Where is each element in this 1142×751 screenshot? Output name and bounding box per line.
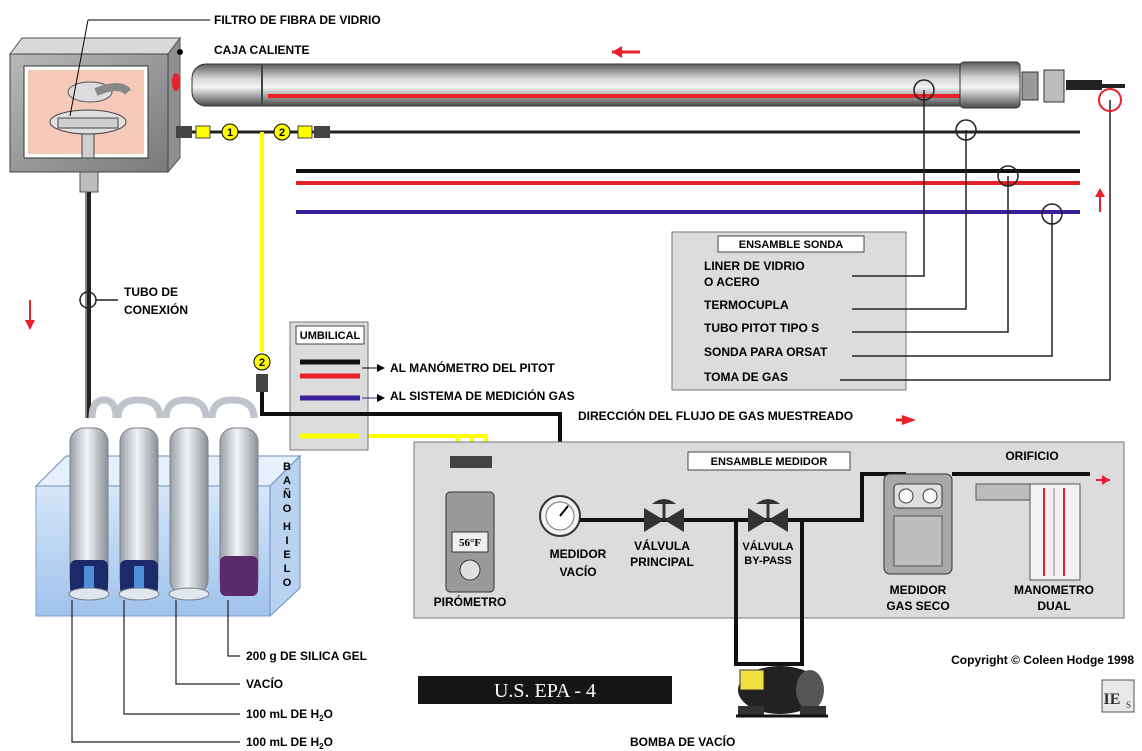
epa-banner-text: U.S. EPA - 4	[494, 680, 596, 702]
impinger-3	[168, 427, 210, 601]
flow-direction-arrow	[902, 415, 916, 425]
bypass-valve	[748, 499, 788, 532]
filter-label: FILTRO DE FIBRA DE VIDRIO	[214, 13, 381, 27]
gas-system-label: AL SISTEMA DE MEDICIÓN GAS	[390, 388, 575, 403]
outlet-arrow	[1102, 475, 1110, 485]
probe-leader-lines	[840, 90, 1111, 381]
dry-gas-label-1: MEDIDOR	[890, 583, 947, 597]
svg-text:2: 2	[259, 357, 265, 369]
up-arrow-head	[1095, 188, 1105, 197]
probe-assembly-title-box	[717, 235, 865, 253]
probe-assembly-title: ENSAMBLE SONDA	[739, 239, 844, 251]
copyright-text: Copyright © Coleen Hodge 1998	[951, 653, 1134, 667]
svg-text:2: 2	[279, 127, 285, 139]
umbilical-title: UMBILICAL	[300, 330, 361, 342]
dual-manometer-label-2: DUAL	[1037, 599, 1070, 613]
pitot-callout	[997, 165, 1019, 187]
impinger-connectors	[88, 396, 258, 419]
hot-box-label: CAJA CALIENTE	[214, 43, 310, 57]
pyrometer	[445, 456, 495, 593]
svg-text:1: 1	[227, 127, 233, 139]
vacuum-gauge-label-1: MEDIDOR	[550, 547, 607, 561]
gas-intake-callout	[1098, 88, 1122, 112]
meter-assembly-title: ENSAMBLE MEDIDOR	[711, 456, 828, 468]
tube-label-2: CONEXIÓN	[124, 302, 188, 317]
meter-assembly-box	[413, 441, 1125, 619]
pyrometer-label: PIRÓMETRO	[434, 594, 507, 609]
svg-text:I: I	[285, 535, 288, 547]
vacuum-gauge-label-2: VACÍO	[559, 564, 596, 579]
water-label-1: 100 mL DE H2O	[246, 707, 333, 723]
svg-text:A: A	[283, 475, 291, 487]
pump-loop-line	[734, 648, 804, 666]
svg-text:E: E	[283, 549, 290, 561]
dual-manometer-label-1: MANOMETRO	[1014, 583, 1094, 597]
probe-item-gas-intake: TOMA DE GAS	[704, 370, 788, 384]
meter-line-to-dgm	[736, 472, 906, 522]
bypass-valve-label-1: VÁLVULA	[742, 540, 793, 553]
water-label-2: 100 mL DE H2O	[246, 735, 333, 751]
umbilical-fitting	[256, 374, 268, 392]
tube-label-1: TUBO DE	[124, 285, 178, 299]
ice-bath-label: B A Ñ O H I E L O	[283, 461, 292, 589]
flow-direction-label: DIRECCIÓN DEL FLUJO DE GAS MUESTREADO	[578, 408, 853, 423]
glass-fiber-filter	[49, 81, 132, 159]
probe-assembly-box	[671, 231, 907, 391]
epa-banner	[418, 676, 672, 704]
bypass-valve-label-2: BY-PASS	[744, 555, 791, 567]
probe-item-pitot: TUBO PITOT TIPO S	[704, 321, 819, 335]
connector-1: 1	[176, 123, 239, 141]
svg-text:O: O	[283, 503, 292, 515]
probe-item-liner-2: O ACERO	[704, 275, 760, 289]
impinger-1	[68, 427, 110, 601]
filter-leader-line	[69, 19, 89, 117]
dry-gas-meter	[883, 473, 953, 575]
svg-text:B: B	[283, 461, 291, 473]
impinger-2	[118, 427, 160, 601]
connector-2: 2	[273, 123, 330, 141]
impinger-leader-lines	[71, 600, 240, 743]
vacuum-gauge	[539, 495, 581, 537]
main-valve-label-2: PRINCIPAL	[630, 555, 694, 569]
svg-text:L: L	[284, 563, 291, 575]
main-valve-label-1: VÁLVULA	[634, 538, 690, 553]
down-arrow-head	[25, 320, 35, 330]
silica-label: 200 g DE SILICA GEL	[246, 649, 367, 663]
probe-item-thermocouple: TERMOCUPLA	[704, 298, 789, 312]
liner-callout	[913, 79, 935, 101]
probe-tube	[191, 61, 1125, 109]
svg-text:Ñ: Ñ	[283, 488, 291, 501]
svg-text:IE: IE	[1104, 691, 1121, 708]
thermocouple-callout	[955, 119, 977, 141]
connector-2-lower	[253, 353, 271, 371]
umbilical-title-box	[295, 325, 365, 345]
svg-text:S: S	[1126, 700, 1131, 710]
probe-item-orsat: SONDA PARA ORSAT	[704, 345, 828, 359]
probe-item-liner-1: LINER DE VIDRIO	[704, 259, 805, 273]
ies-logo: IE S	[1101, 679, 1135, 713]
impinger-4	[219, 427, 259, 596]
vacuum-pump-label: BOMBA DE VACÍO	[630, 734, 735, 749]
svg-text:O: O	[283, 577, 292, 589]
orsat-callout	[1041, 203, 1063, 225]
empty-label: VACÍO	[246, 676, 283, 691]
flow-arrow-top-head	[612, 46, 622, 58]
dual-manometer	[975, 483, 1081, 581]
vacuum-pump	[736, 666, 828, 718]
hot-box	[9, 36, 181, 174]
main-valve	[644, 499, 684, 532]
pyrometer-display: 56°F	[459, 537, 481, 549]
orifice-label: ORIFICIO	[1005, 449, 1058, 463]
pitot-gauge-label: AL MANÓMETRO DEL PITOT	[390, 360, 555, 375]
svg-text:H: H	[283, 521, 291, 533]
tube-fitting	[79, 171, 99, 193]
dry-gas-label-2: GAS SECO	[886, 599, 949, 613]
hot-box-dot	[177, 49, 183, 55]
meter-assembly-title-box	[687, 451, 851, 471]
